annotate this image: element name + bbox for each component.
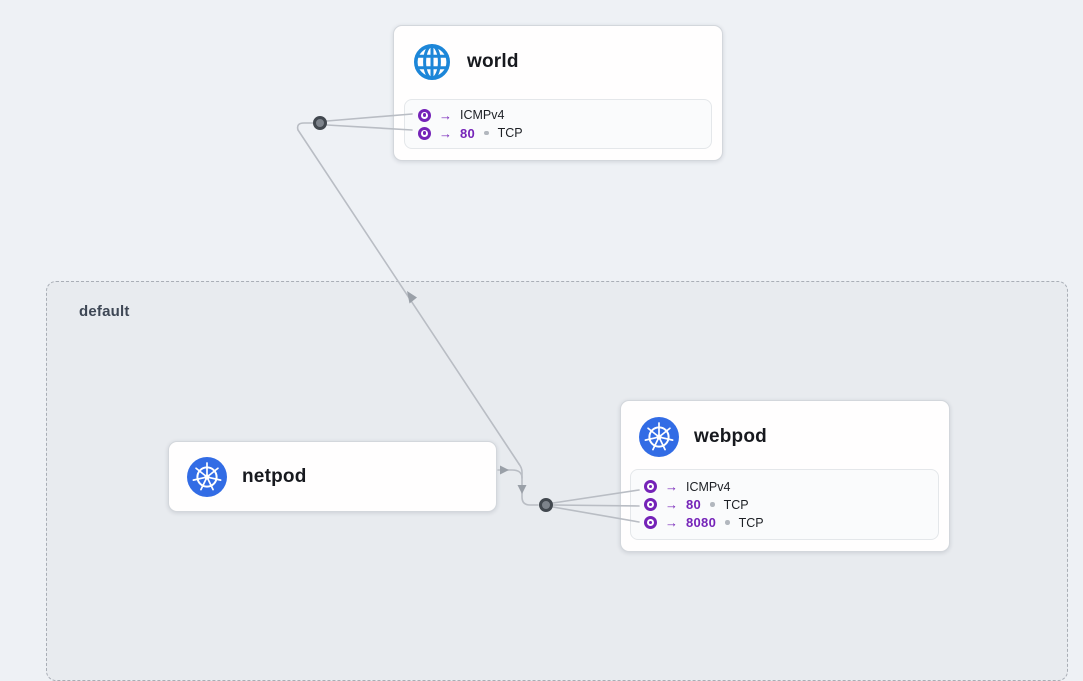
protocol-label: TCP (497, 126, 523, 140)
access-point-icon (644, 498, 657, 511)
globe-icon (413, 43, 451, 81)
access-point-icon (418, 108, 431, 122)
node-title: world (467, 51, 519, 72)
webpod-ports-panel: → ICMPv4 → 80 TCP → 8080 TCP (630, 469, 939, 540)
access-point-icon (644, 516, 657, 529)
arrow-right-icon: → (439, 107, 452, 123)
access-point-icon (418, 126, 431, 140)
arrow-right-icon: → (665, 497, 678, 512)
kubernetes-icon (187, 456, 227, 497)
webpod-node-header: webpod (621, 401, 949, 457)
protocol-label: ICMPv4 (460, 108, 505, 122)
separator-dot-icon (725, 520, 730, 525)
webpod-node[interactable]: webpod → ICMPv4 → 80 TCP → 8080 TCP (620, 400, 950, 552)
node-title: netpod (242, 465, 307, 487)
node-title: webpod (694, 426, 767, 447)
netpod-node[interactable]: netpod (168, 441, 497, 512)
port-number: 80 (460, 125, 476, 141)
protocol-label: ICMPv4 (686, 479, 731, 494)
world-ports-panel: → ICMPv4 → 80 TCP (404, 99, 712, 149)
port-row[interactable]: → ICMPv4 (418, 107, 711, 123)
world-node[interactable]: world → ICMPv4 → 80 TCP (393, 25, 723, 161)
port-number: 80 (686, 497, 702, 512)
arrow-right-icon: → (665, 479, 678, 494)
arrow-right-icon: → (665, 515, 678, 530)
port-row[interactable]: → 80 TCP (418, 125, 711, 141)
netpod-node-header: netpod (169, 442, 496, 511)
separator-dot-icon (484, 130, 489, 136)
protocol-label: TCP (723, 497, 749, 512)
world-node-header: world (394, 26, 722, 82)
port-row[interactable]: → 80 TCP (644, 497, 938, 513)
namespace-label: default (79, 303, 130, 320)
kubernetes-icon (639, 417, 679, 457)
arrow-right-icon: → (439, 125, 452, 141)
port-row[interactable]: → ICMPv4 (644, 479, 938, 495)
port-row[interactable]: → 8080 TCP (644, 515, 938, 531)
port-number: 8080 (686, 515, 717, 530)
world-junction-dot (313, 116, 327, 130)
protocol-label: TCP (738, 515, 764, 530)
separator-dot-icon (710, 502, 715, 507)
access-point-icon (644, 480, 657, 493)
